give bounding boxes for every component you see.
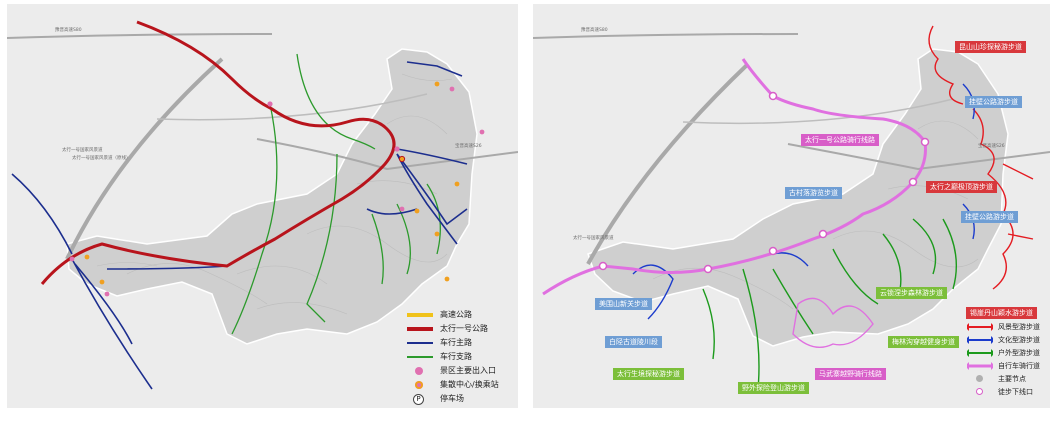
cycling-route <box>542 58 927 296</box>
highway-s80 <box>533 33 799 39</box>
highway-s80 <box>7 33 273 39</box>
road-network-map[interactable]: 豫晋高速S80 太行一号国家风景道 太行一号国家风景道（原线） 宝晋高速S26 … <box>7 4 518 408</box>
trail-label-mawuzhai[interactable]: 马武寨越野骑行线路 <box>815 368 886 380</box>
trail-network-map[interactable]: 豫晋高速S80 太行一号国家风景道 宝晋高速S26 昆山山珍探秘游步道 挂壁公路… <box>533 4 1050 408</box>
highway-gray <box>65 57 224 260</box>
trail-label-habitat[interactable]: 太行生境探秘游步道 <box>613 368 684 380</box>
trail-label-guabi-south[interactable]: 挂壁公路游步道 <box>961 211 1018 223</box>
trail-exit-rings <box>598 91 930 274</box>
legend-main-road-swatch <box>407 342 433 344</box>
cycling-offroad <box>792 297 874 348</box>
scenic-road-gray <box>156 93 428 121</box>
road-label-scenic: 太行一号国家风景道 <box>62 146 103 153</box>
road-label-s80: 豫晋高速S80 <box>55 26 82 33</box>
trail-label-taihang-cycling[interactable]: 太行一号公路骑行线路 <box>801 134 879 146</box>
highway-s26 <box>787 143 1050 171</box>
parking-icon: P <box>413 394 424 405</box>
legend-arrow-icon <box>967 323 993 331</box>
trail-label-baixing[interactable]: 白陉古道陵川段 <box>605 336 662 348</box>
road-label-s26: 宝晋高速S26 <box>978 142 1005 149</box>
trail-label-xiya[interactable]: 锡崖丹山颖水游步道 <box>966 307 1037 319</box>
taihang-no1-road <box>40 20 396 285</box>
trail-label-meilingou[interactable]: 梅林沟穿越健身步道 <box>888 336 959 348</box>
road-label-s80: 豫晋高速S80 <box>581 26 608 33</box>
terrain-contours <box>652 120 979 310</box>
legend-arrow-icon <box>967 336 993 344</box>
scenic-road-gray <box>682 98 954 125</box>
legend-highway-swatch <box>407 313 433 317</box>
entrance-nodes <box>69 81 485 297</box>
legend-entrance-dot <box>415 367 423 375</box>
trail-label-yunsuo[interactable]: 云锁涅步森林游步道 <box>876 287 947 299</box>
road-label-scenic: 太行一号国家风景道 <box>573 234 614 241</box>
trail-label-meiweishan[interactable]: 美围山新关步道 <box>595 298 652 310</box>
legend-arrow-icon <box>967 349 993 357</box>
legend-arrow-icon <box>967 362 993 370</box>
trail-label-guabi-north[interactable]: 挂壁公路游步道 <box>965 96 1022 108</box>
road-network-map-canvas: 豫晋高速S80 太行一号国家风景道 太行一号国家风景道（原线） 宝晋高速S26 <box>7 20 518 390</box>
legend-hub-dot <box>415 381 423 389</box>
trail-network-map-canvas: 豫晋高速S80 太行一号国家风景道 宝晋高速S26 <box>533 25 1050 390</box>
legend-node-dot <box>976 375 983 382</box>
road-label-scenic-old: 太行一号国家风景道（原线） <box>72 154 131 161</box>
legend-branch-road-swatch <box>407 356 433 358</box>
trail-label-wild-adventure[interactable]: 野外探险登山游步道 <box>738 382 809 394</box>
branch-roads <box>231 53 441 335</box>
legend-taihang-swatch <box>407 327 433 331</box>
trail-label-ancient-village[interactable]: 古村落游览步道 <box>785 187 842 199</box>
road-label-s26: 宝晋高速S26 <box>455 142 482 149</box>
legend-exit-ring <box>976 388 983 395</box>
trail-label-summit[interactable]: 太行之巅极顶游步道 <box>926 181 997 193</box>
highway-gray <box>586 62 750 265</box>
scenic-trails <box>928 25 1034 290</box>
outdoor-trails <box>702 218 958 390</box>
region-boundary <box>66 48 478 345</box>
trail-label-kunshan[interactable]: 昆山山珍探秘游步道 <box>955 41 1026 53</box>
